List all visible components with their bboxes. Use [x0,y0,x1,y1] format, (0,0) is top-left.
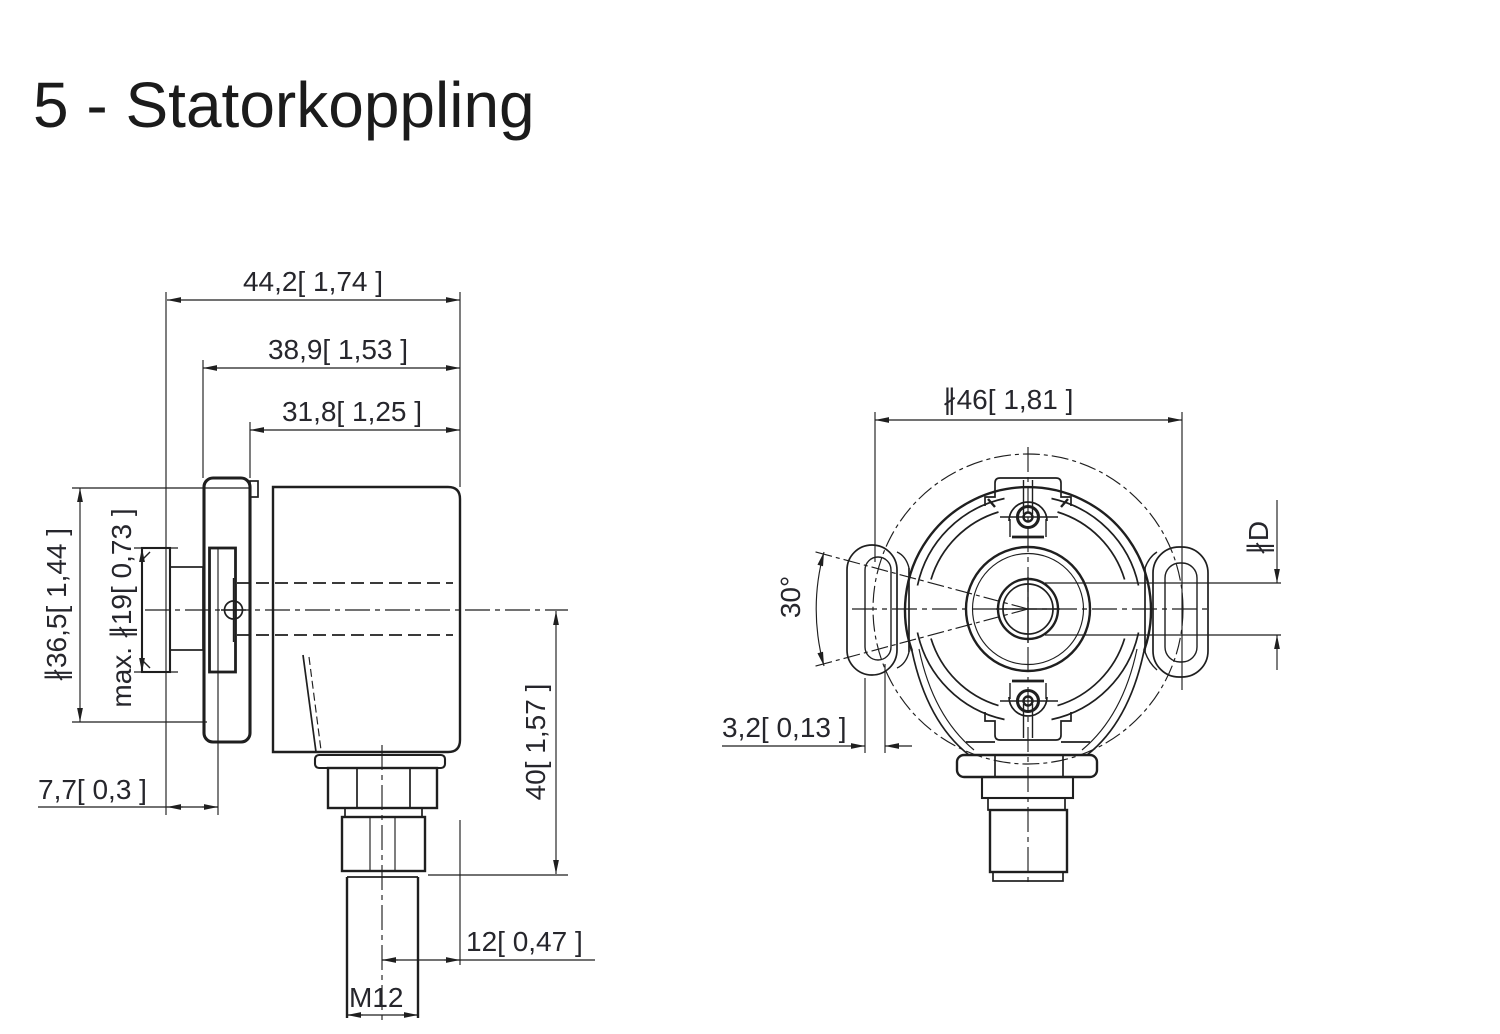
side-dimensions [38,292,595,1018]
dim-connector-offset-label: 12[ 0,47 ] [466,926,583,957]
spring-arms [916,497,1140,721]
dim-thread-label: M12 [349,982,403,1013]
dim-angle-label: 30° [775,576,806,618]
stator-coupling-flange [202,476,259,815]
side-view: 44,2[ 1,74 ] 38,9[ 1,53 ] 31,8[ 1,25 ] ∦… [38,266,595,1020]
front-centerlines [852,447,1212,886]
side-centerlines [145,609,568,1020]
encoder-body [237,485,462,754]
dim-connector-drop-label: 40[ 1,57 ] [520,684,551,801]
mounting-ear-right [1144,546,1209,678]
dim-shaft-bore-label: ∦D [1243,521,1274,555]
dim-outer-diameter-label: ∦46[ 1,81 ] [943,384,1074,415]
dim-flange-offset-label: 7,7[ 0,3 ] [38,774,147,805]
dim-hub-diameter-label: max. ∦19[ 0,73 ] [106,508,137,707]
front-view: ∦46[ 1,81 ] ∦D 30° 3,2[ 0,13 ] [722,384,1281,886]
dim-flange-diameter-label: ∦36,5[ 1,44 ] [41,528,72,682]
torque-pin-top [984,477,1072,539]
dim-total-depth-label: 44,2[ 1,74 ] [243,266,383,297]
dim-body-depth-label: 38,9[ 1,53 ] [268,334,408,365]
front-connector [955,753,1099,882]
m12-connector [313,753,447,1018]
front-dimensions [722,412,1281,753]
dim-housing-depth-label: 31,8[ 1,25 ] [282,396,422,427]
dim-slot-width-label: 3,2[ 0,13 ] [722,712,847,743]
page-title: 5 - Statorkoppling [33,69,535,141]
